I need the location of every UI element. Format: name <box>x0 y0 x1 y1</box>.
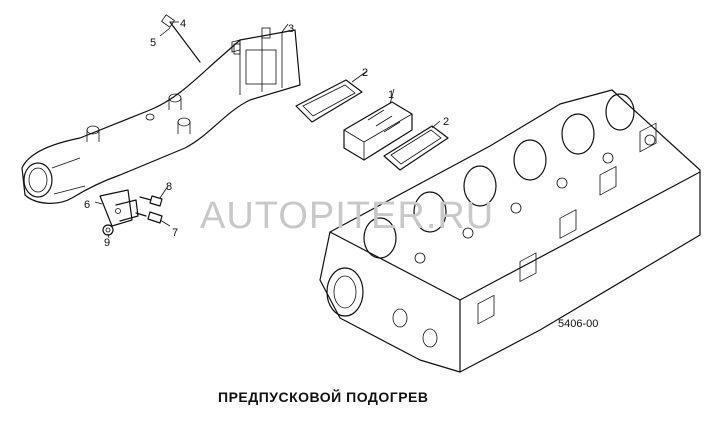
cylinder-head <box>319 89 701 373</box>
callout-6: 6 <box>84 199 90 211</box>
callout-2-lower: 2 <box>443 116 449 128</box>
callout-3: 3 <box>288 23 294 35</box>
watermark-text: AUTOPITER.RU <box>200 195 494 237</box>
callout-5: 5 <box>150 37 156 49</box>
callout-leaders <box>94 21 441 239</box>
callout-1: 1 <box>388 89 394 101</box>
bracket <box>99 189 139 227</box>
callout-8: 8 <box>166 181 172 193</box>
intake-pipe <box>21 27 301 204</box>
callout-7: 7 <box>172 227 178 239</box>
callout-labels: 1 2 2 3 4 5 6 7 8 9 <box>84 18 449 249</box>
callout-2-upper: 2 <box>362 67 368 79</box>
gasket-upper <box>295 79 363 123</box>
drawing-code: 5406-00 <box>558 318 598 330</box>
diagram-title: ПРЕДПУСКОВОЙ ПОДОГРЕВ <box>218 388 429 405</box>
grid-heater <box>343 101 413 161</box>
bolt-8 <box>139 195 163 207</box>
bolt-7 <box>135 211 163 224</box>
callout-4: 4 <box>180 18 186 30</box>
nut-9 <box>102 224 114 236</box>
long-bolt <box>161 14 201 63</box>
gasket-lower <box>383 125 449 171</box>
callout-9: 9 <box>104 237 110 249</box>
